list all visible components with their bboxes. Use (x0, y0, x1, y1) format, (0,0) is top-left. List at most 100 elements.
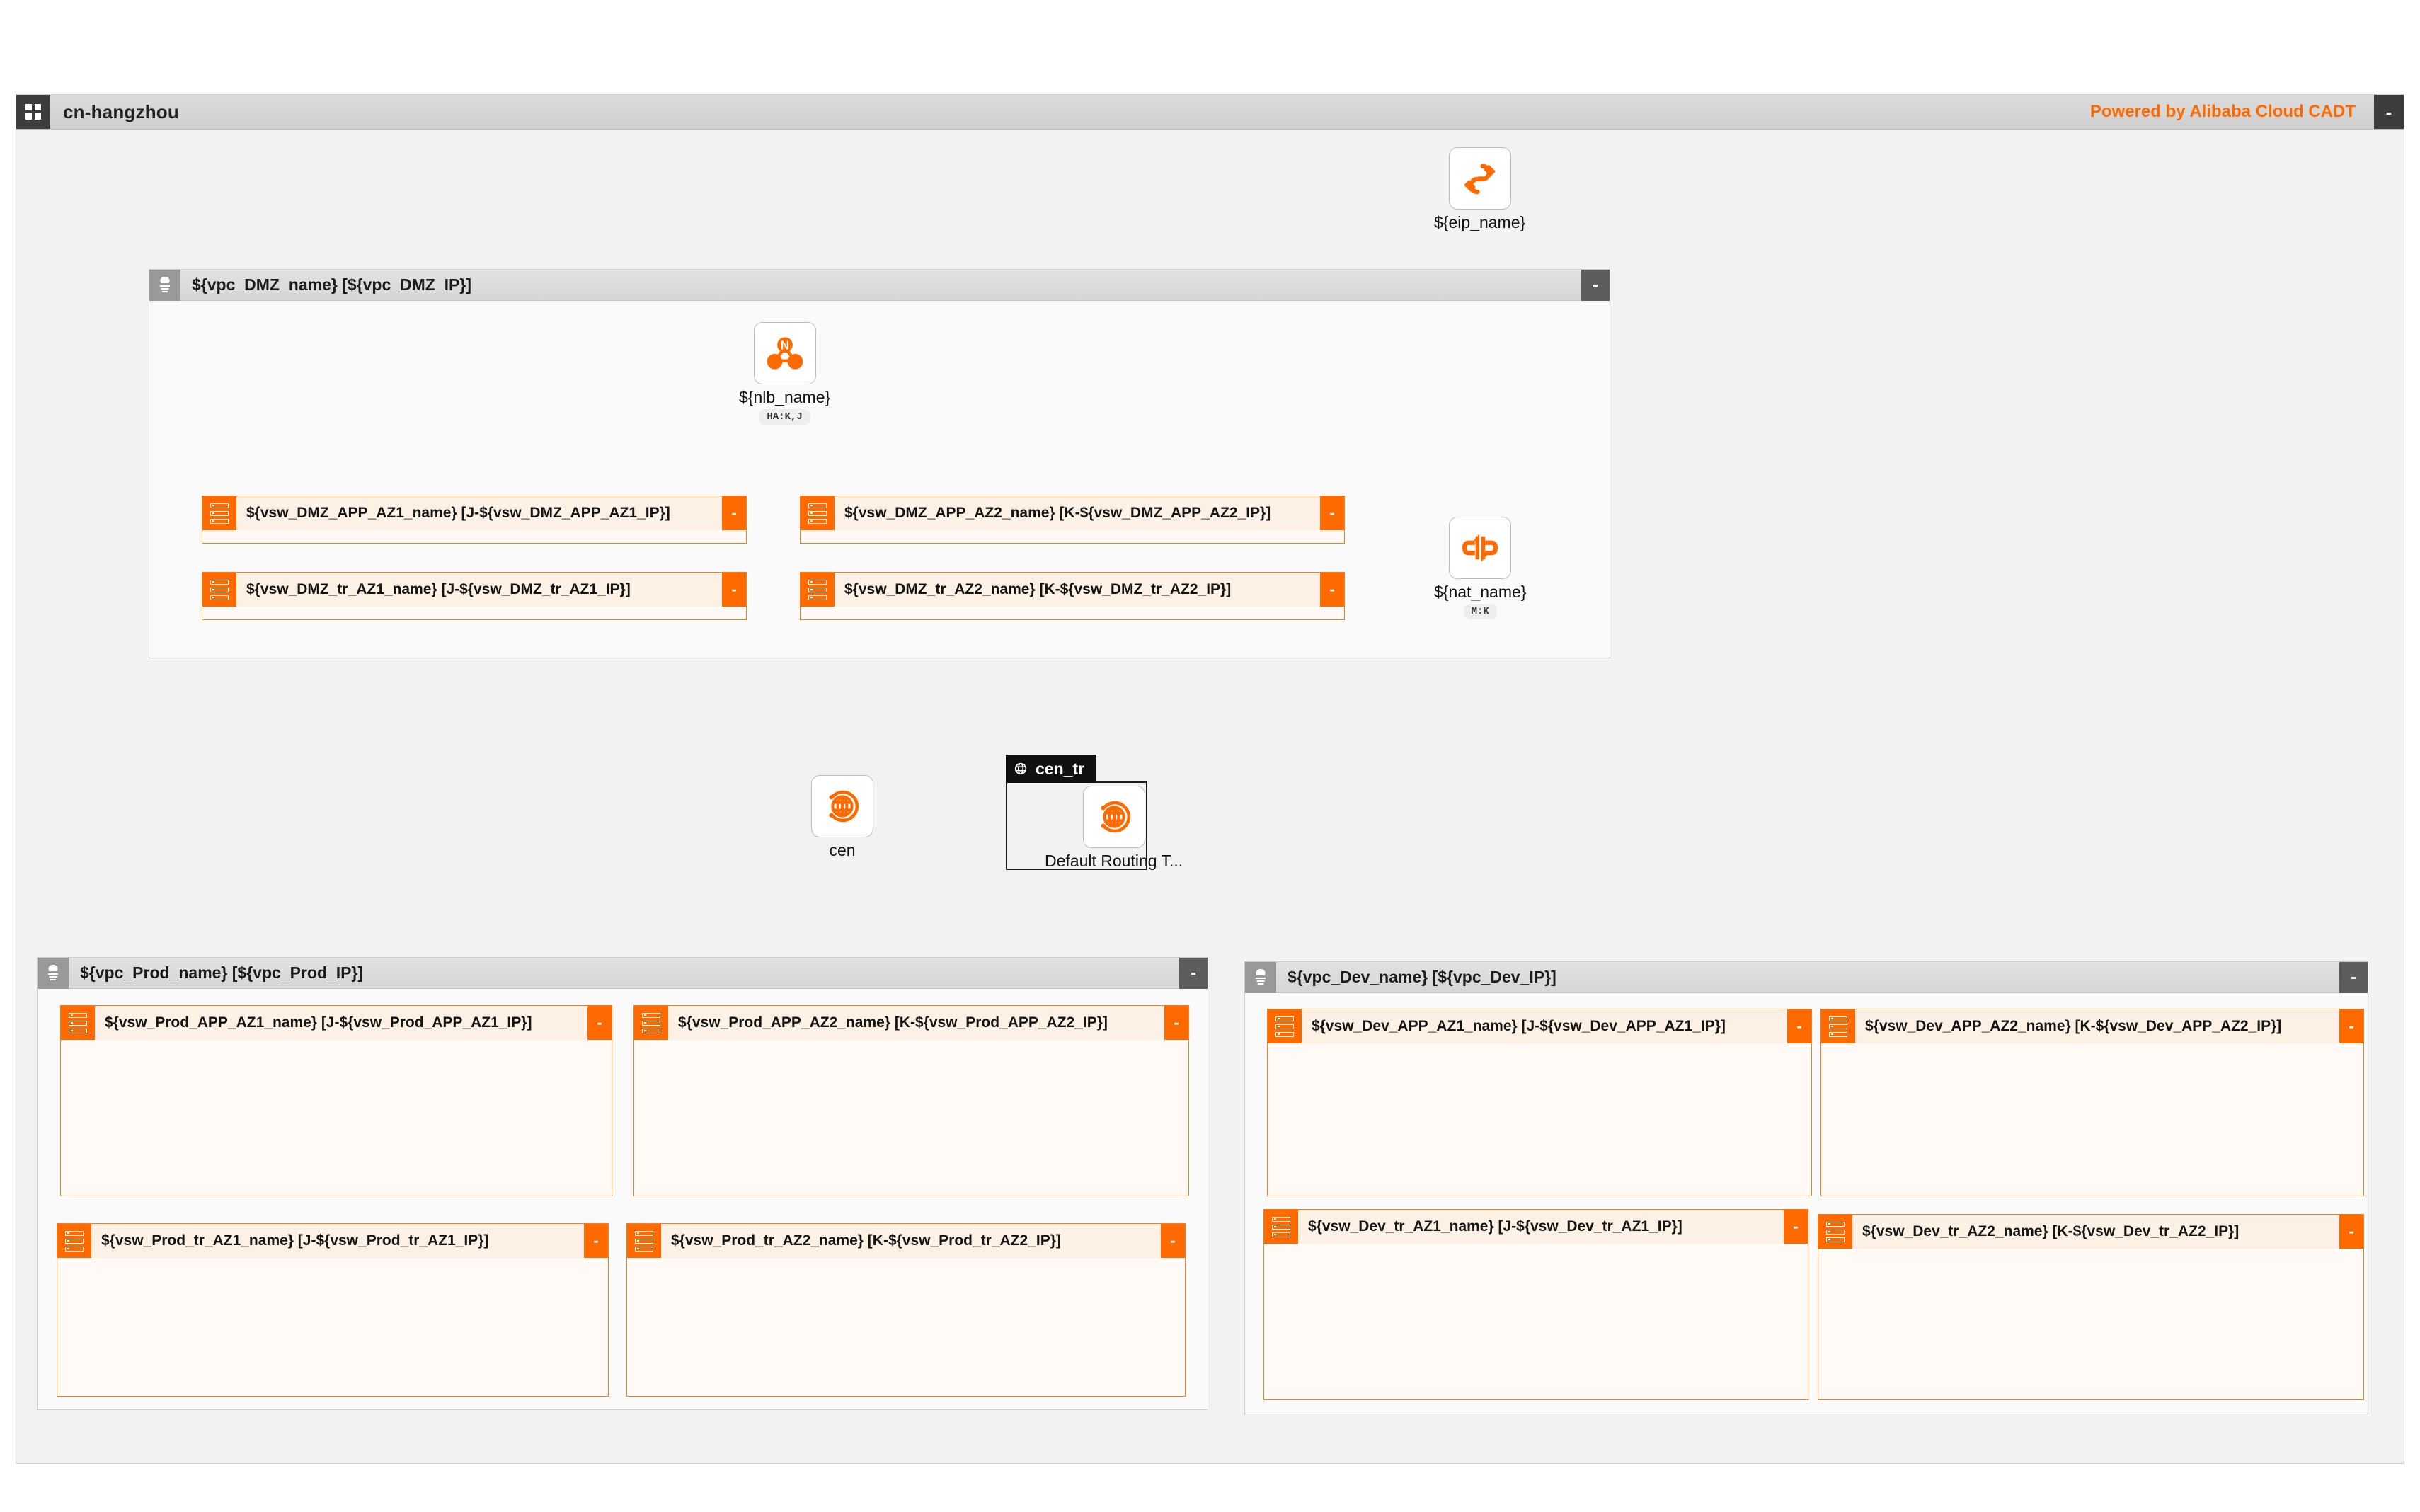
vswitch-dmz-tr-az2[interactable]: ${vsw_DMZ_tr_AZ2_name} [K-${vsw_DMZ_tr_A… (800, 572, 1345, 620)
vswitch-label: ${vsw_Prod_APP_AZ1_name} [J-${vsw_Prod_A… (105, 1014, 532, 1031)
vpc-dev-title: ${vpc_Dev_name} [${vpc_Dev_IP}] (1288, 968, 1556, 986)
cen-tr-group: cen_tr (1006, 755, 1147, 870)
vswitch-header: ${vsw_Dev_APP_AZ2_name} [K-${vsw_Dev_APP… (1821, 1009, 2363, 1043)
vswitch-prod-app-az2[interactable]: ${vsw_Prod_APP_AZ2_name} [K-${vsw_Prod_A… (633, 1005, 1189, 1196)
vswitch-dmz-app-az1[interactable]: ${vsw_DMZ_APP_AZ1_name} [J-${vsw_DMZ_APP… (202, 496, 747, 544)
vswitch-header: ${vsw_DMZ_tr_AZ2_name} [K-${vsw_DMZ_tr_A… (801, 573, 1344, 607)
vswitch-header: ${vsw_DMZ_tr_AZ1_name} [J-${vsw_DMZ_tr_A… (202, 573, 746, 607)
vpc-icon (149, 269, 180, 301)
vpc-prod-title: ${vpc_Prod_name} [${vpc_Prod_IP}] (80, 963, 364, 982)
vswitch-header: ${vsw_Prod_APP_AZ1_name} [J-${vsw_Prod_A… (61, 1006, 612, 1040)
cen-globe-icon (829, 790, 859, 823)
vswitch-header: ${vsw_DMZ_APP_AZ1_name} [J-${vsw_DMZ_APP… (202, 496, 746, 530)
vswitch-icon (61, 1006, 95, 1040)
region-grid-icon-box (16, 95, 50, 129)
vswitch-dev-app-az1[interactable]: ${vsw_Dev_APP_AZ1_name} [J-${vsw_Dev_APP… (1267, 1009, 1812, 1196)
nlb-label: ${nlb_name} (739, 388, 831, 406)
vpc-icon (38, 957, 69, 989)
vswitch-icon (202, 496, 236, 530)
region-title: cn-hangzhou (63, 101, 179, 122)
vpc-prod-header: ${vpc_Prod_name} [${vpc_Prod_IP}] - (38, 957, 1208, 989)
vswitch-prod-tr-az1[interactable]: ${vsw_Prod_tr_AZ1_name} [J-${vsw_Prod_tr… (57, 1223, 609, 1397)
vswitch-icon (801, 573, 835, 607)
vswitch-icon (1268, 1009, 1302, 1043)
vpc-dmz-title: ${vpc_DMZ_name} [${vpc_DMZ_IP}] (192, 275, 471, 294)
vswitch-icon (1264, 1210, 1298, 1244)
region-minimize-button[interactable]: - (2374, 95, 2404, 129)
vswitch-header: ${vsw_Dev_APP_AZ1_name} [J-${vsw_Dev_APP… (1268, 1009, 1811, 1043)
vswitch-minimize-button[interactable]: - (722, 496, 746, 530)
nlb-icon-box: N (753, 322, 816, 384)
vswitch-icon (202, 573, 236, 607)
vswitch-label: ${vsw_Dev_tr_AZ2_name} [K-${vsw_Dev_tr_A… (1862, 1223, 2240, 1239)
nlb-badge: HA:K,J (759, 409, 810, 425)
vswitch-label: ${vsw_Dev_APP_AZ1_name} [J-${vsw_Dev_APP… (1312, 1018, 1726, 1034)
vpc-icon (1245, 961, 1276, 993)
vswitch-prod-tr-az2[interactable]: ${vsw_Prod_tr_AZ2_name} [K-${vsw_Prod_tr… (626, 1223, 1186, 1397)
vswitch-label: ${vsw_DMZ_tr_AZ2_name} [K-${vsw_DMZ_tr_A… (844, 581, 1232, 597)
vswitch-header: ${vsw_Dev_tr_AZ1_name} [J-${vsw_Dev_tr_A… (1264, 1210, 1808, 1244)
vswitch-minimize-button[interactable]: - (584, 1224, 608, 1258)
node-cen[interactable]: cen (811, 775, 873, 860)
vpc-dmz-minimize-button[interactable]: - (1581, 269, 1610, 301)
vswitch-header: ${vsw_Prod_tr_AZ2_name} [K-${vsw_Prod_tr… (627, 1224, 1185, 1258)
vpc-dev-minimize-button[interactable]: - (2339, 961, 2368, 993)
vswitch-minimize-button[interactable]: - (1320, 496, 1344, 530)
eip-label: ${eip_name} (1434, 213, 1526, 231)
vswitch-label: ${vsw_DMZ_APP_AZ2_name} [K-${vsw_DMZ_APP… (844, 505, 1271, 521)
cen-tr-group-title: cen_tr (1036, 759, 1085, 778)
vswitch-header: ${vsw_DMZ_APP_AZ2_name} [K-${vsw_DMZ_APP… (801, 496, 1344, 530)
vswitch-prod-app-az1[interactable]: ${vsw_Prod_APP_AZ1_name} [J-${vsw_Prod_A… (60, 1005, 612, 1196)
vswitch-label: ${vsw_Prod_APP_AZ2_name} [K-${vsw_Prod_A… (678, 1014, 1108, 1031)
vswitch-label: ${vsw_DMZ_tr_AZ1_name} [J-${vsw_DMZ_tr_A… (246, 581, 631, 597)
vswitch-icon (801, 496, 835, 530)
vswitch-minimize-button[interactable]: - (1784, 1210, 1808, 1244)
vswitch-minimize-button[interactable]: - (587, 1006, 612, 1040)
vswitch-minimize-button[interactable]: - (722, 573, 746, 607)
vswitch-minimize-button[interactable]: - (1320, 573, 1344, 607)
vswitch-icon (627, 1224, 661, 1258)
routing-table-label: Default Routing T... (1045, 852, 1183, 870)
svg-text:N: N (780, 338, 788, 353)
node-nat-gateway[interactable]: ${nat_name} M:K (1434, 517, 1526, 619)
vswitch-minimize-button[interactable]: - (1161, 1224, 1185, 1258)
cen-label: cen (829, 841, 856, 859)
vswitch-label: ${vsw_Prod_tr_AZ1_name} [J-${vsw_Prod_tr… (101, 1232, 489, 1249)
nat-gateway-badge: M:K (1463, 604, 1497, 619)
vswitch-label: ${vsw_DMZ_APP_AZ1_name} [J-${vsw_DMZ_APP… (246, 505, 670, 521)
vswitch-minimize-button[interactable]: - (2339, 1009, 2363, 1043)
cen-icon-box (811, 775, 873, 837)
nlb-icon: N (767, 337, 803, 370)
vswitch-minimize-button[interactable]: - (1787, 1009, 1811, 1043)
vswitch-dmz-tr-az1[interactable]: ${vsw_DMZ_tr_AZ1_name} [J-${vsw_DMZ_tr_A… (202, 572, 747, 620)
node-default-routing-table[interactable]: Default Routing T... (1045, 786, 1183, 871)
vswitch-label: ${vsw_Dev_APP_AZ2_name} [K-${vsw_Dev_APP… (1865, 1018, 2282, 1034)
node-eip[interactable]: ${eip_name} (1434, 147, 1525, 232)
routing-table-icon-box (1082, 786, 1145, 848)
vpc-dmz-header: ${vpc_DMZ_name} [${vpc_DMZ_IP}] - (149, 269, 1610, 301)
grid-icon (25, 104, 41, 120)
nat-gateway-icon-box (1449, 517, 1512, 579)
vswitch-dmz-app-az2[interactable]: ${vsw_DMZ_APP_AZ2_name} [K-${vsw_DMZ_APP… (800, 496, 1345, 544)
vswitch-minimize-button[interactable]: - (1164, 1006, 1188, 1040)
globe-icon (1014, 762, 1027, 775)
region-titlebar: cn-hangzhou Powered by Alibaba Cloud CAD… (16, 95, 2404, 130)
vpc-dev-header: ${vpc_Dev_name} [${vpc_Dev_IP}] - (1245, 961, 2368, 993)
powered-by-label: Powered by Alibaba Cloud CADT (2089, 102, 2356, 121)
vswitch-dev-tr-az1[interactable]: ${vsw_Dev_tr_AZ1_name} [J-${vsw_Dev_tr_A… (1263, 1209, 1808, 1400)
vpc-prod-minimize-button[interactable]: - (1179, 957, 1208, 989)
vswitch-icon (57, 1224, 91, 1258)
vswitch-minimize-button[interactable]: - (2339, 1215, 2363, 1249)
vswitch-dev-tr-az2[interactable]: ${vsw_Dev_tr_AZ2_name} [K-${vsw_Dev_tr_A… (1818, 1214, 2364, 1400)
vswitch-icon (1821, 1009, 1855, 1043)
cen-globe-icon (1101, 801, 1130, 833)
vswitch-header: ${vsw_Prod_APP_AZ2_name} [K-${vsw_Prod_A… (634, 1006, 1188, 1040)
vswitch-header: ${vsw_Dev_tr_AZ2_name} [K-${vsw_Dev_tr_A… (1818, 1215, 2363, 1249)
node-nlb[interactable]: N ${nlb_name} HA:K,J (739, 322, 830, 425)
eip-icon-box (1448, 147, 1511, 210)
vswitch-label: ${vsw_Prod_tr_AZ2_name} [K-${vsw_Prod_tr… (671, 1232, 1061, 1249)
cen-tr-group-header[interactable]: cen_tr (1006, 755, 1096, 783)
vswitch-header: ${vsw_Prod_tr_AZ1_name} [J-${vsw_Prod_tr… (57, 1224, 608, 1258)
vswitch-dev-app-az2[interactable]: ${vsw_Dev_APP_AZ2_name} [K-${vsw_Dev_APP… (1820, 1009, 2364, 1196)
